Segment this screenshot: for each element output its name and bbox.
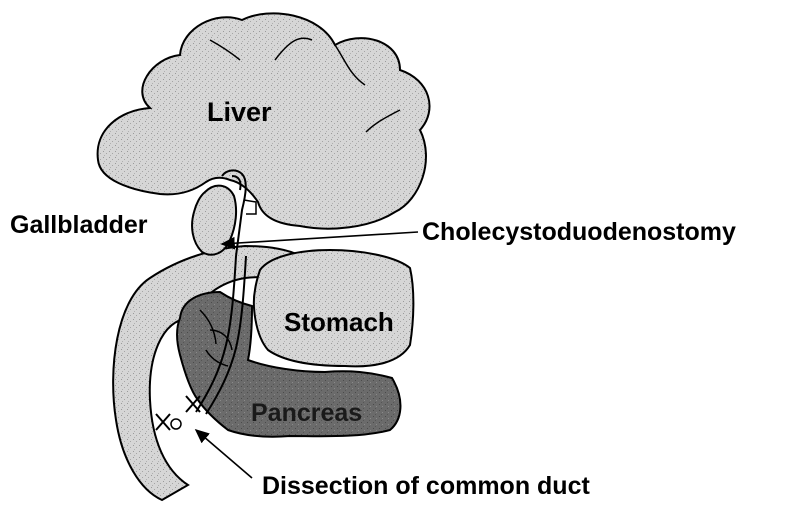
gallbladder-label: Gallbladder — [10, 213, 148, 238]
duct-stump — [171, 419, 181, 429]
ligature-mark — [186, 396, 200, 412]
dissection-arrow — [196, 430, 252, 478]
cholecystoduodenostomy-arrow — [222, 232, 418, 244]
ligature-mark — [156, 414, 170, 430]
pancreas-label: Pancreas — [251, 401, 362, 426]
liver-label: Liver — [207, 99, 272, 126]
dissection-label: Dissection of common duct — [262, 474, 590, 499]
hepatic-duct-branch — [244, 200, 256, 214]
stomach-label: Stomach — [284, 309, 394, 335]
cholecystoduodenostomy-label: Cholecystoduodenostomy — [422, 220, 736, 245]
